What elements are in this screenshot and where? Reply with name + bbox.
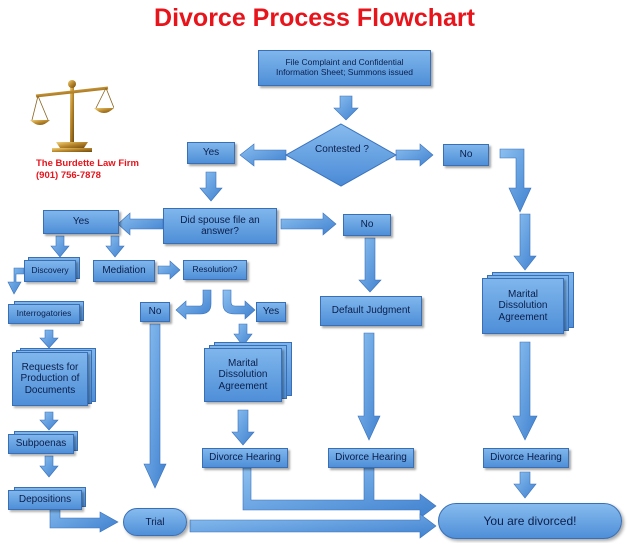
contested-label: Contested ?	[315, 144, 369, 155]
discovery-box: Discovery	[24, 257, 80, 284]
divorce-hearing-3-box: Divorce Hearing	[483, 448, 569, 468]
arrow-yes-to-marital-mid	[233, 323, 253, 347]
arrow-complaint-to-contested	[333, 95, 359, 121]
arrow-hearing-to-divorced	[513, 471, 537, 499]
arrow-default-to-hearing	[357, 332, 381, 441]
arrow-resolution-to-yes	[222, 289, 256, 320]
arrow-marital-right-to-hearing	[512, 341, 538, 441]
arrow-marital-mid-to-hearing	[231, 409, 255, 446]
arrow-answer-to-no	[280, 212, 337, 236]
divorce-hearing-2-box: Divorce Hearing	[328, 448, 414, 468]
trial-pill: Trial	[123, 508, 187, 536]
divorced-pill: You are divorced!	[438, 503, 622, 539]
arrow-resolution-to-no	[175, 289, 212, 320]
arrow-mediation-to-resolution	[157, 260, 181, 280]
arrow-trial-to-divorced	[189, 513, 437, 539]
firm-name: The Burdette Law Firm	[36, 158, 139, 169]
arrow-requests-to-subpoenas	[39, 411, 59, 431]
arrow-yes-to-answer	[199, 171, 223, 202]
arrow-subpoenas-to-depositions	[39, 455, 59, 478]
file-complaint-label: File Complaint and Confidential Informat…	[275, 57, 413, 77]
arrow-hearings-to-divorced	[242, 467, 437, 519]
subpoenas-box: Subpoenas	[8, 431, 78, 456]
resolution-box: Resolution?	[183, 260, 247, 280]
yes-contested-box: Yes	[187, 142, 235, 164]
no-answer-box: No	[343, 214, 391, 236]
arrow-no-to-right-column	[499, 148, 532, 213]
marital-agreement-right-box: Marital Dissolution Agreement	[482, 272, 574, 340]
divorce-hearing-1-box: Divorce Hearing	[202, 448, 288, 468]
scales-of-justice-icon	[30, 80, 114, 152]
arrow-discovery-to-interrogatories	[7, 267, 25, 295]
arrow-no-to-trial	[143, 323, 167, 489]
arrow-interrogatories-to-requests	[39, 329, 59, 349]
arrow-contested-to-no	[395, 143, 434, 167]
arrow-right-column-down	[513, 213, 537, 271]
requests-production-box: Requests for Production of Documents	[12, 348, 96, 410]
arrow-contested-to-yes	[239, 143, 287, 167]
page-title: Divorce Process Flowchart	[154, 4, 475, 32]
depositions-box: Depositions	[8, 487, 86, 512]
file-complaint-box: File Complaint and Confidential Informat…	[258, 50, 431, 86]
no-contested-box: No	[443, 144, 489, 166]
default-judgment-box: Default Judgment	[320, 296, 422, 326]
yes-resolution-box: Yes	[256, 302, 286, 322]
firm-phone: (901) 756-7878	[36, 170, 101, 181]
arrow-yes-to-mediation	[105, 235, 125, 258]
arrow-answer-to-yes	[117, 212, 164, 236]
arrow-no-to-default	[358, 237, 382, 293]
arrow-yes-to-discovery	[50, 235, 70, 258]
interrogatories-box: Interrogatories	[8, 301, 84, 326]
marital-agreement-mid-box: Marital Dissolution Agreement	[204, 342, 292, 408]
no-resolution-box: No	[140, 302, 170, 322]
mediation-box: Mediation	[93, 260, 155, 282]
did-spouse-file-box: Did spouse file an answer?	[163, 208, 277, 244]
contested-diamond	[284, 123, 398, 187]
yes-answer-box: Yes	[43, 210, 119, 234]
